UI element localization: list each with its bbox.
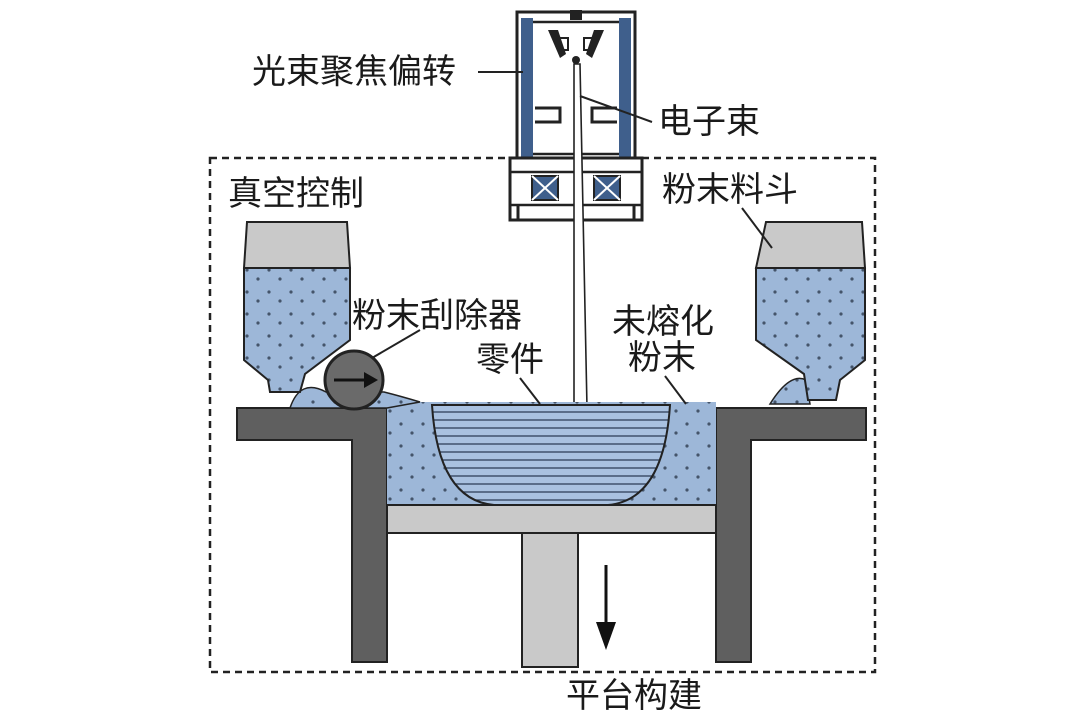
left-powder-hopper	[242, 221, 352, 393]
label-vacuum-control: 真空控制	[228, 174, 364, 214]
leader-electron-beam	[579, 95, 653, 123]
powder-scraper-roller	[323, 349, 385, 411]
leader-part	[519, 377, 541, 405]
label-unmelted-powder-2: 粉末	[628, 338, 696, 378]
label-unmelted-powder-1: 未熔化	[612, 302, 714, 342]
label-powder-hopper: 粉末料斗	[662, 170, 798, 210]
leader-scraper	[371, 329, 421, 359]
platform-down-arrow	[596, 565, 616, 650]
leader-lines	[371, 71, 773, 405]
piston-rod	[521, 532, 579, 668]
label-platform-build: 平台构建	[566, 676, 702, 716]
label-electron-beam: 电子束	[658, 102, 760, 142]
label-powder-scraper: 粉末刮除器	[352, 296, 522, 336]
leader-powder-hopper	[741, 207, 773, 249]
right-powder-hopper	[754, 221, 867, 401]
spread-powder-right	[768, 377, 811, 405]
vacuum-chamber-boundary	[208, 156, 877, 674]
label-part: 零件	[476, 340, 544, 380]
leader-unmelted	[664, 375, 687, 405]
label-beam-focus-deflection: 光束聚焦偏转	[252, 52, 456, 92]
build-platform	[386, 504, 717, 534]
melted-part	[430, 404, 672, 506]
